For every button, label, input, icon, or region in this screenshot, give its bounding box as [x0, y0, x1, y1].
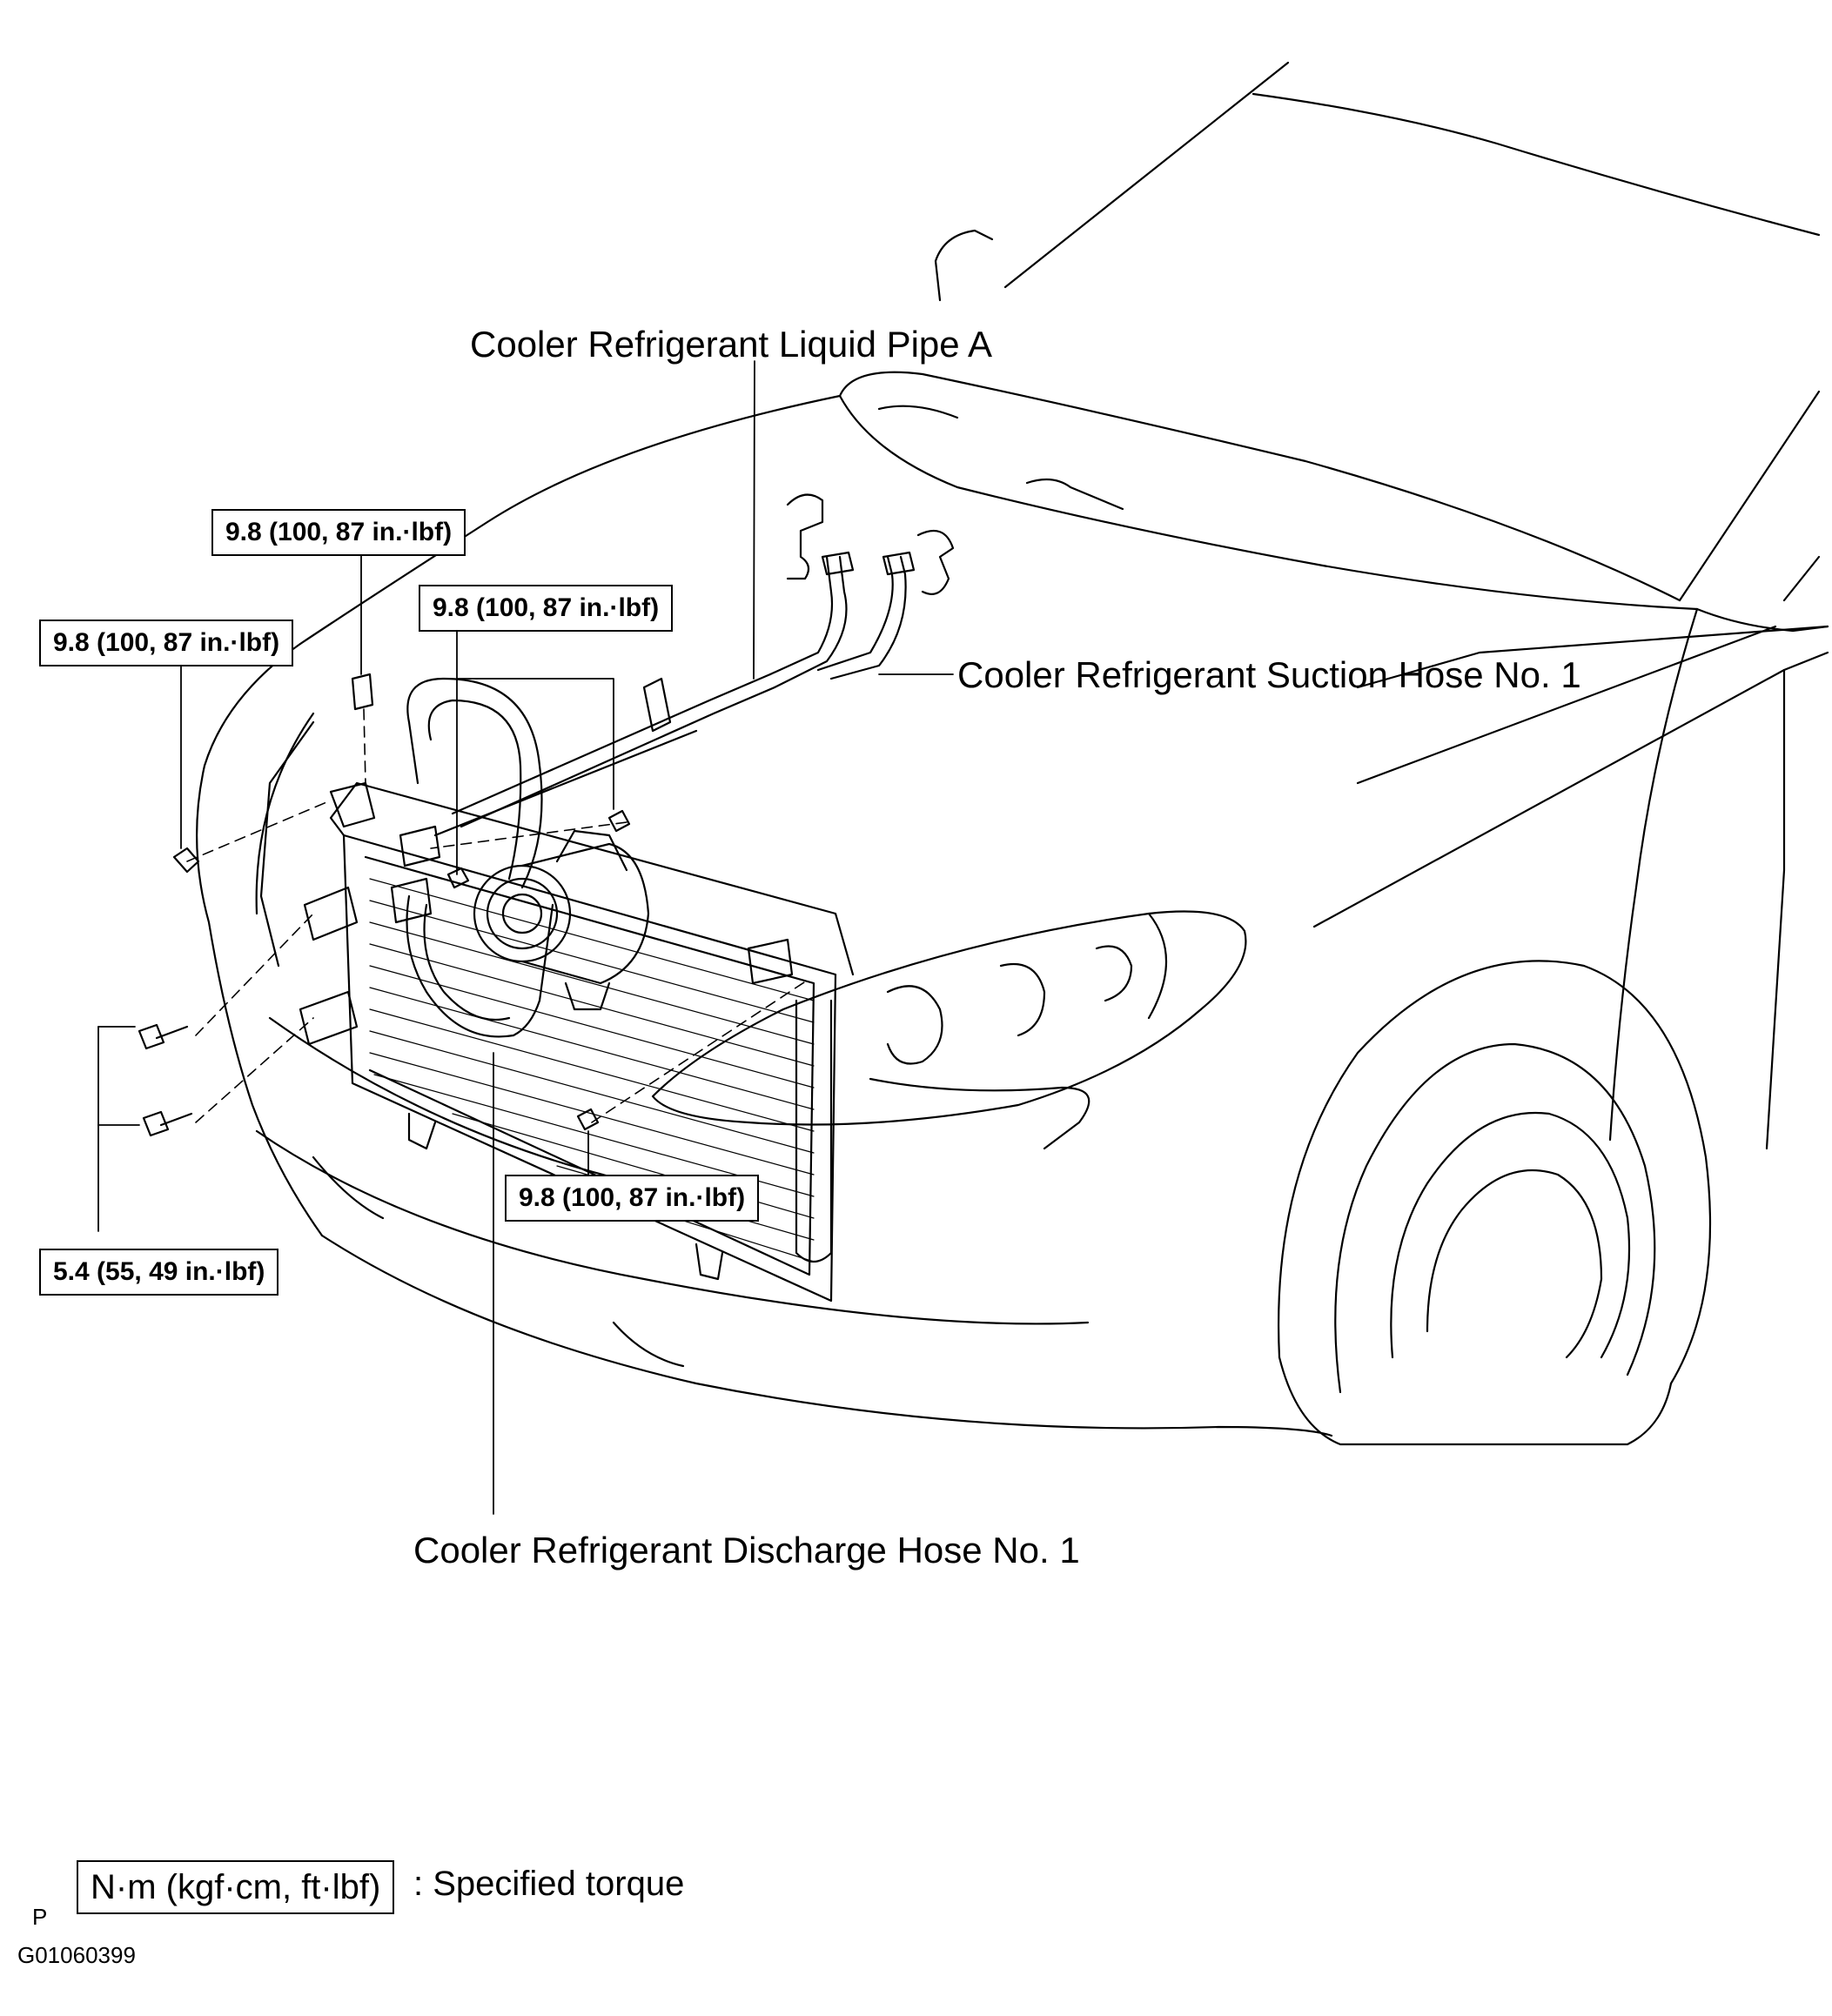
hood [299, 371, 1829, 646]
torque-spec-bolts: 5.4 (55, 49 in.·lbf) [39, 1249, 279, 1296]
suction-hose [433, 551, 916, 837]
torque-spec-left: 9.8 (100, 87 in.·lbf) [39, 620, 294, 666]
bumper [196, 642, 1333, 1437]
torque-spec-lower-right: 9.8 (100, 87 in.·lbf) [505, 1175, 760, 1222]
pipe-clamps [786, 493, 955, 595]
discharge-hose [406, 677, 554, 1038]
p-mark: P [32, 1904, 48, 1930]
torque-spec-top-center: 9.8 (100, 87 in.·lbf) [211, 509, 466, 556]
fender [1312, 607, 1829, 1150]
liquid-pipe-label: Cooler Refrigerant Liquid Pipe A [470, 324, 993, 365]
headlight [651, 910, 1247, 1126]
torque-unit-box: N·m (kgf·cm, ft·lbf) [77, 1860, 395, 1914]
condenser [329, 781, 855, 1303]
torque-legend-text: : Specified torque [413, 1865, 685, 1903]
leader-lines [97, 360, 954, 1515]
fasteners [138, 673, 631, 1137]
discharge-hose-label: Cooler Refrigerant Discharge Hose No. 1 [413, 1530, 1080, 1571]
figure-code: G01060399 [17, 1942, 136, 1968]
suction-hose-label: Cooler Refrigerant Suction Hose No. 1 [957, 654, 1581, 695]
compressor [473, 829, 650, 1011]
windshield-lines [934, 61, 1821, 302]
dashed-lines [186, 708, 810, 1123]
fittings [299, 677, 794, 1046]
wheel [1278, 960, 1712, 1446]
torque-spec-center: 9.8 (100, 87 in.·lbf) [419, 585, 674, 632]
